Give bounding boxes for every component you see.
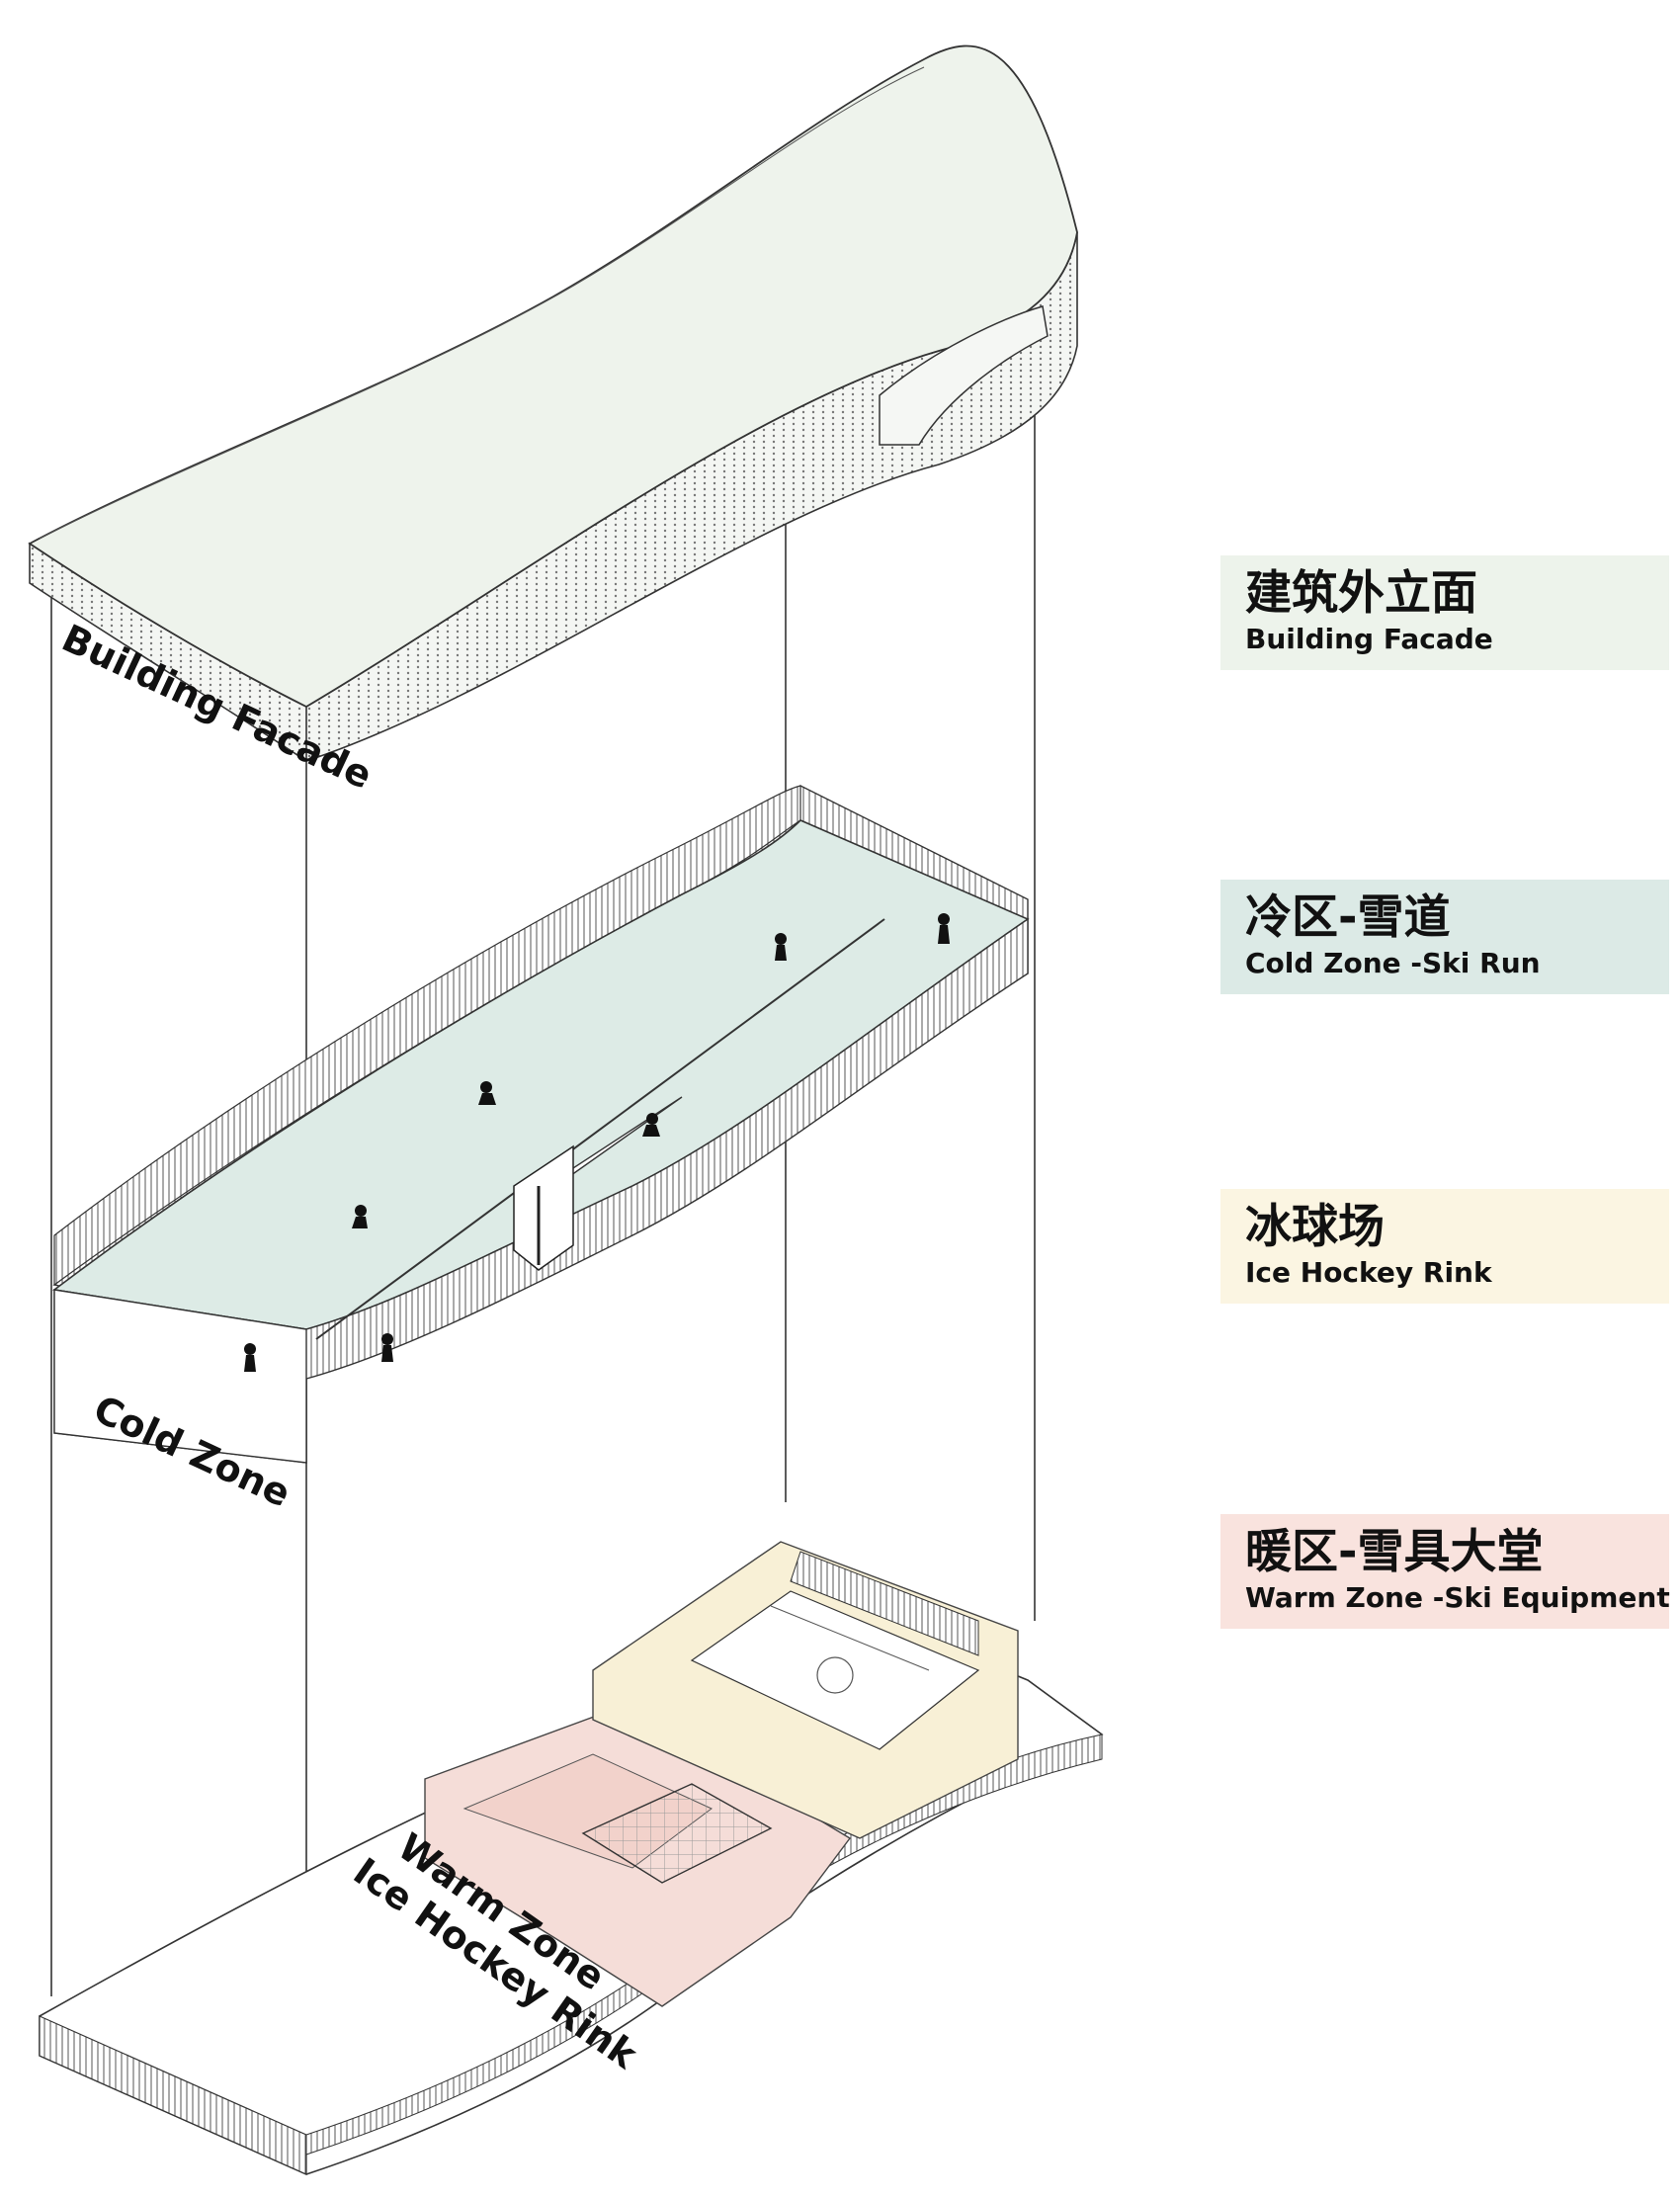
legend-en: Building Facade [1245,623,1493,655]
legend-building-facade: 建筑外立面 Building Facade [1220,555,1669,670]
building-facade-roof [28,44,1078,762]
legend-zh: 冰球场 [1245,1200,1385,1254]
legend-warm-zone: 暖区-雪具大堂 Warm Zone -Ski Equipment Hall [1220,1514,1680,1629]
legend-zh: 暖区-雪具大堂 [1245,1525,1544,1579]
legend-en: Cold Zone -Ski Run [1245,947,1541,979]
cold-zone-ski-run [52,785,1030,1464]
legend-en: Ice Hockey Rink [1245,1256,1492,1289]
legend-ice-hockey-rink: 冰球场 Ice Hockey Rink [1220,1189,1669,1304]
legend-cold-zone: 冷区-雪道 Cold Zone -Ski Run [1220,880,1669,994]
warm-zone-and-rink [39,1541,1104,2175]
legend-en: Warm Zone -Ski Equipment Hall [1245,1581,1680,1614]
legend-zh: 建筑外立面 [1245,566,1477,621]
legend-zh: 冷区-雪道 [1245,890,1451,945]
skier-figures [244,913,950,1372]
